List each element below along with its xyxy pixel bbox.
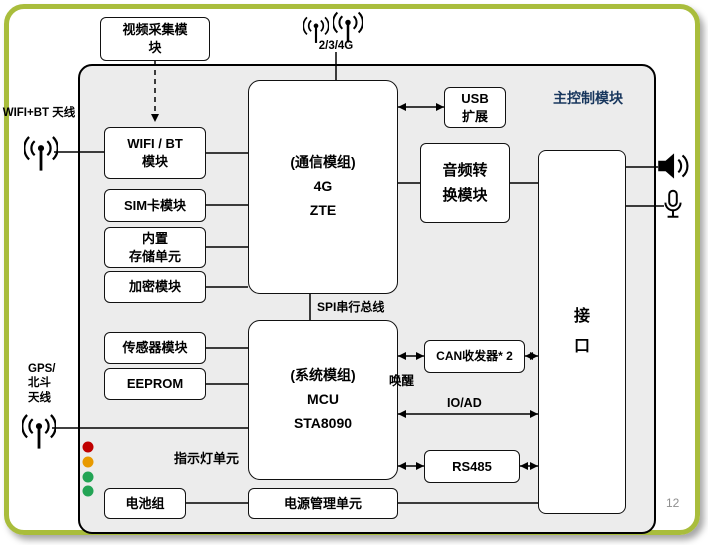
wifi-bt-antenna-label: WIFI+BT 天线 (2, 107, 76, 119)
module-rs485: RS485 (424, 450, 520, 483)
page-number: 12 (666, 496, 680, 510)
microphone-icon (660, 188, 686, 226)
io-ad-label: IO/AD (447, 396, 482, 410)
module-comm-4g: (通信模组) 4G ZTE (248, 80, 398, 294)
wake-label: 唤醒 (389, 374, 415, 388)
cellular-antenna-icon-1 (302, 12, 330, 44)
antenna-2g3g4g-label: 2/3/4G (318, 40, 354, 52)
module-eeprom: EEPROM (104, 368, 206, 400)
speaker-icon (654, 148, 692, 184)
module-storage: 内置 存储单元 (104, 227, 206, 268)
indicator-unit-label: 指示灯单元 (174, 451, 240, 466)
gps-antenna-label: GPS/ 北斗 天线 (28, 363, 56, 404)
module-interface: 接 口 (538, 150, 626, 514)
module-video-capture: 视频采集模 块 (100, 17, 210, 61)
module-usb: USB 扩展 (444, 87, 506, 128)
module-audio: 音频转 换模块 (420, 143, 510, 223)
module-wifi-bt: WIFI / BT 模块 (104, 127, 206, 179)
module-mcu: (系统模组) MCU STA8090 (248, 320, 398, 480)
wifi-bt-antenna-icon (23, 130, 59, 172)
cellular-antenna-icon-2 (332, 6, 364, 44)
module-sensor: 传感器模块 (104, 332, 206, 364)
main-control-title: 主控制模块 (553, 90, 623, 106)
module-encrypt: 加密模块 (104, 271, 206, 303)
module-can: CAN收发器* 2 (424, 340, 525, 373)
module-battery: 电池组 (104, 488, 186, 519)
module-power: 电源管理单元 (248, 488, 398, 519)
gps-antenna-icon (21, 408, 57, 450)
module-sim: SIM卡模块 (104, 189, 206, 222)
spi-bus-label: SPI串行总线 (317, 300, 385, 314)
